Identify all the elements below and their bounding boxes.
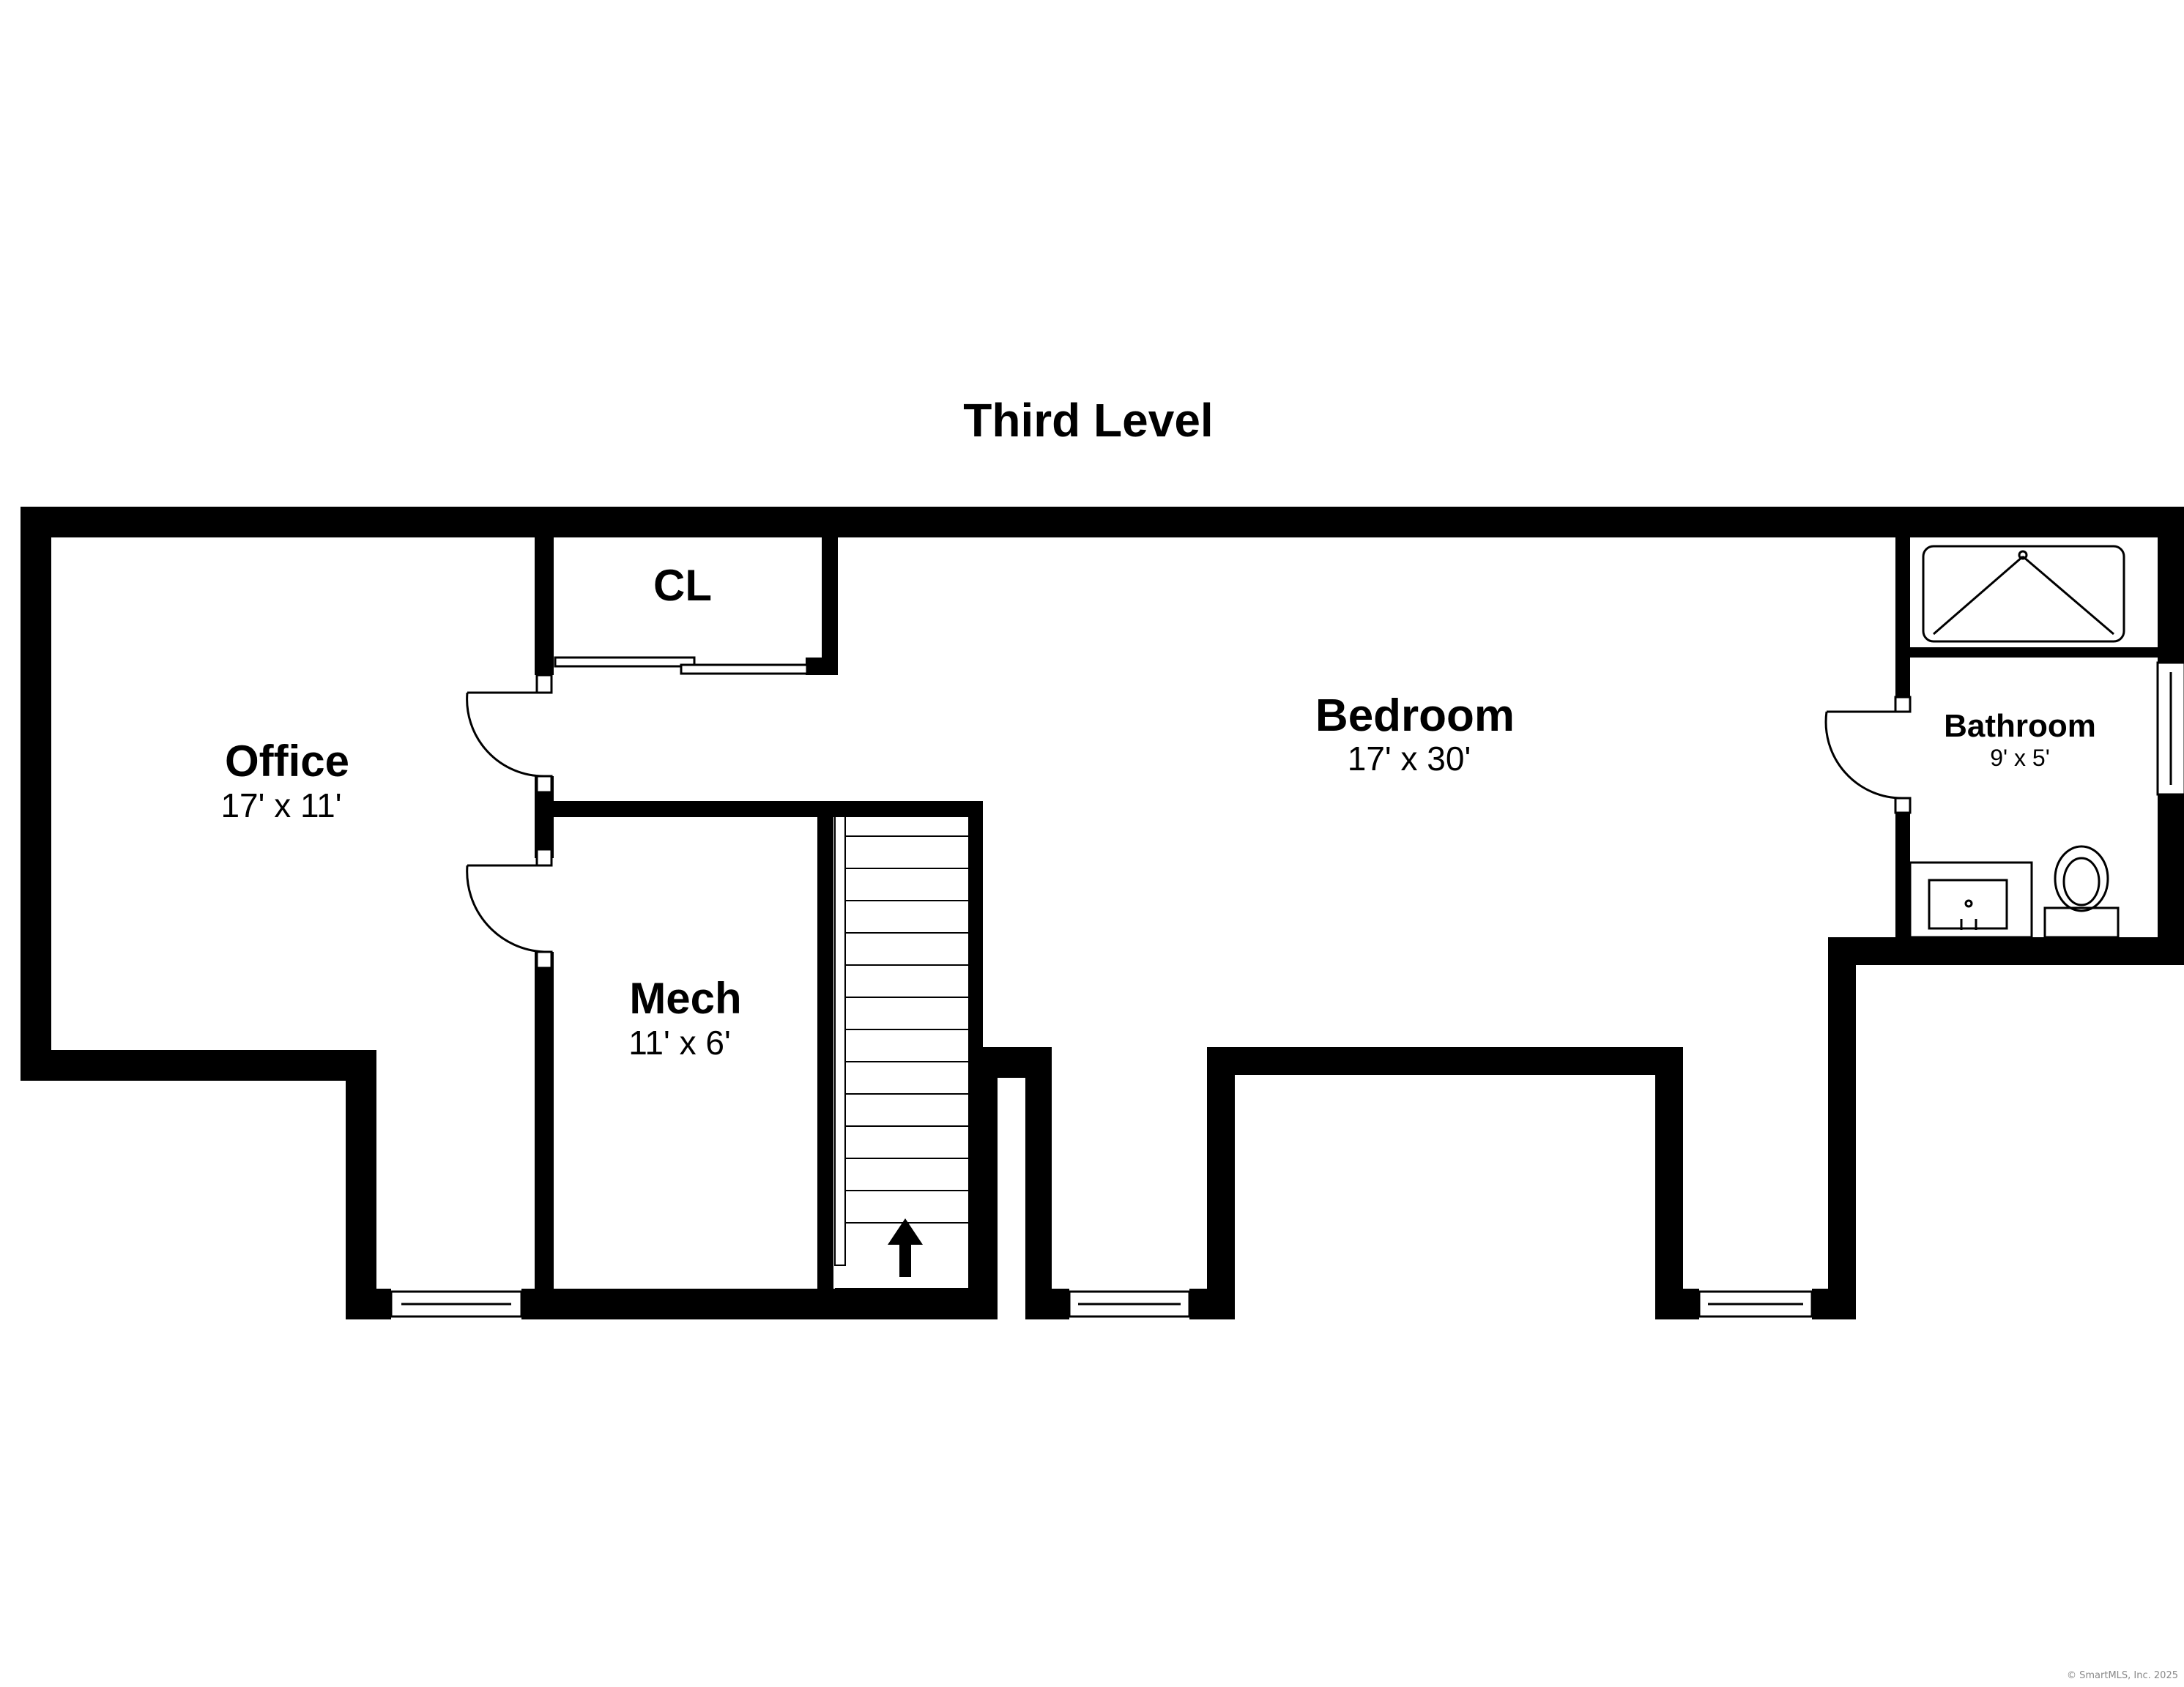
room-closet: CL	[653, 561, 712, 610]
room-dims: 17' x 30'	[1348, 740, 1471, 778]
room-name: Bathroom	[1944, 708, 2096, 744]
shower-icon	[1922, 545, 2125, 643]
stairs	[834, 803, 968, 1289]
swing-doors	[466, 674, 1912, 969]
copyright-notice: © SmartMLS, Inc. 2025	[2067, 1670, 2178, 1681]
room-bathroom: Bathroom 9' x 5'	[1944, 708, 2096, 771]
room-bedroom: Bedroom 17' x 30'	[1315, 690, 1515, 778]
room-dims: 17' x 11'	[220, 786, 341, 824]
room-office: Office 17' x 11'	[220, 737, 349, 824]
room-dims: 9' x 5'	[1990, 745, 2050, 771]
sink-icon	[1909, 861, 2033, 939]
room-mech: Mech 11' x 6'	[628, 974, 741, 1062]
room-name: Mech	[629, 974, 741, 1023]
toilet-icon	[2043, 845, 2120, 939]
room-name: Bedroom	[1315, 690, 1515, 741]
plan-title: Third Level	[963, 394, 1213, 447]
arrow-up-icon	[888, 1218, 923, 1277]
room-name: CL	[653, 561, 712, 610]
closet-doors	[554, 656, 809, 675]
walls	[21, 507, 2184, 1319]
room-name: Office	[225, 737, 349, 786]
windows	[390, 661, 2184, 1318]
room-dims: 11' x 6'	[628, 1024, 730, 1062]
